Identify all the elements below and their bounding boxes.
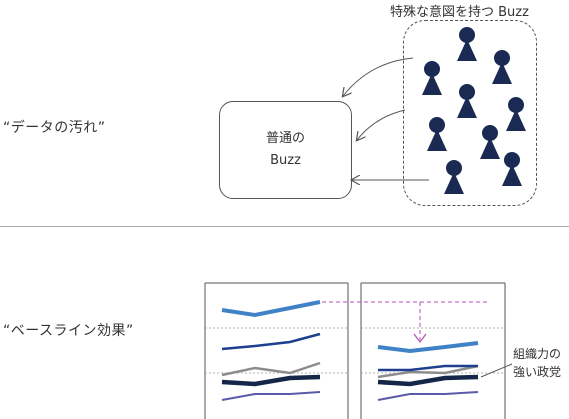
left-line-navy xyxy=(221,374,321,387)
annotation-line1: 組織力の xyxy=(513,347,562,361)
arrow-icon xyxy=(343,57,414,96)
section-label-baseline-effect: “ベースライン効果” xyxy=(3,323,134,339)
annotation-leader xyxy=(480,363,513,378)
normal-buzz-box: 普通の Buzz xyxy=(219,101,352,199)
person-icon xyxy=(502,152,522,186)
person-icon xyxy=(457,27,477,61)
right-line-purple xyxy=(377,391,479,401)
person-icon xyxy=(444,160,464,194)
left-line-dark-blue xyxy=(221,332,321,351)
person-icon xyxy=(457,84,477,118)
right-line-dark-blue xyxy=(378,364,478,372)
section-divider xyxy=(0,226,569,227)
arrow-icon xyxy=(357,109,406,140)
left-line-purple xyxy=(221,391,321,401)
special-buzz-group xyxy=(403,20,537,206)
special-buzz-caption: 特殊な意図を持つ Buzz xyxy=(390,5,529,20)
annotation-strong-party: 組織力の 強い政党 xyxy=(513,345,561,381)
left-line-gray xyxy=(221,361,321,377)
annotation-line2: 強い政党 xyxy=(513,365,562,379)
person-icon xyxy=(506,97,526,131)
section-label-data-noise: “データの汚れ” xyxy=(3,120,106,136)
normal-buzz-label-line2: Buzz xyxy=(270,153,301,168)
person-icon xyxy=(492,50,512,84)
left-line-light-blue xyxy=(221,300,321,318)
person-icon xyxy=(480,125,500,159)
right-line-navy xyxy=(377,374,479,387)
right-line-light-blue xyxy=(377,341,479,354)
shift-arrowhead xyxy=(413,333,427,343)
normal-buzz-label-line1: 普通の xyxy=(265,131,305,146)
right-line-gray xyxy=(377,364,479,379)
person-icon xyxy=(427,117,447,151)
person-icon xyxy=(422,61,442,95)
